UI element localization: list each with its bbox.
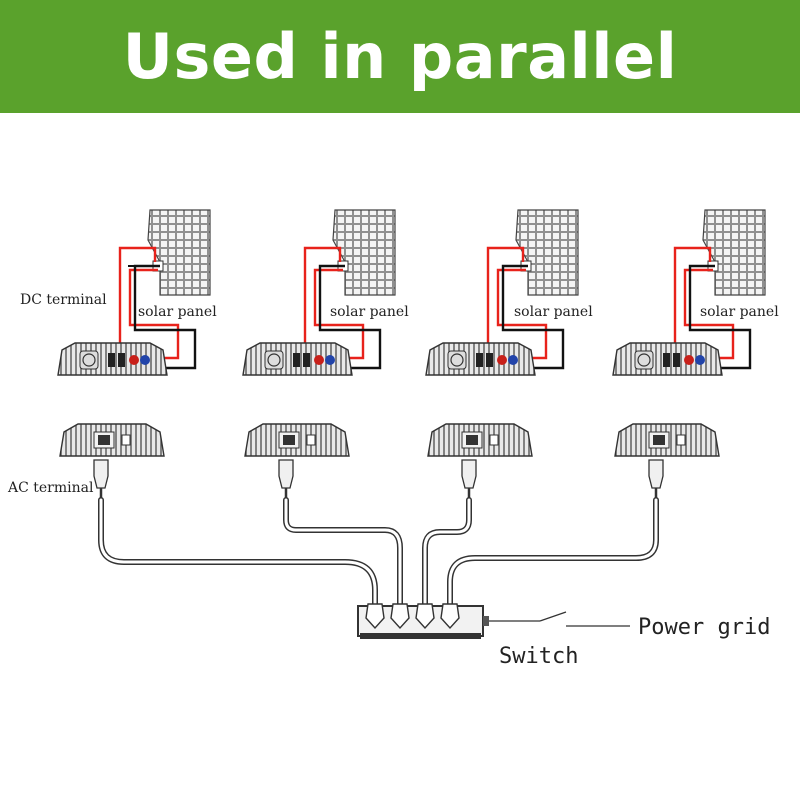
power-strip-icon xyxy=(357,603,489,639)
switch-icon xyxy=(489,611,630,627)
inverter-ac-side-icon xyxy=(244,423,350,457)
inverter-ac-side-icon xyxy=(59,423,165,457)
solar-panel-label: solar panel xyxy=(330,304,409,320)
inverter-unit-2 xyxy=(242,209,396,500)
solar-panel-icon xyxy=(147,209,211,296)
solar-panel-label: solar panel xyxy=(700,304,779,320)
inverter-unit-4 xyxy=(612,209,766,500)
dc-wires xyxy=(303,246,382,370)
solar-panel-icon xyxy=(702,209,766,296)
dc-wires xyxy=(486,246,565,370)
dc-wires xyxy=(673,246,752,370)
power-grid-label: Power grid xyxy=(638,615,770,640)
solar-panel-icon xyxy=(332,209,396,296)
ac-plug-icon xyxy=(278,459,294,500)
inverter-dc-side-icon xyxy=(57,342,168,376)
switch-label: Switch xyxy=(499,644,578,669)
page-title: Used in parallel xyxy=(122,20,678,93)
inverter-unit-3 xyxy=(425,209,579,500)
inverter-ac-side-icon xyxy=(614,423,720,457)
solar-panel-label: solar panel xyxy=(514,304,593,320)
ac-plug-icon xyxy=(648,459,664,500)
solar-panel-icon xyxy=(515,209,579,296)
inverter-unit-1 xyxy=(57,209,211,500)
inverter-dc-side-icon xyxy=(242,342,353,376)
ac-plug-icon xyxy=(461,459,477,500)
header-banner: Used in parallel xyxy=(0,0,800,113)
dc-wires xyxy=(118,246,197,370)
ac-cables xyxy=(98,497,659,607)
inverter-dc-side-icon xyxy=(425,342,536,376)
inverter-dc-side-icon xyxy=(612,342,723,376)
ac-plug-icon xyxy=(93,459,109,500)
ac-terminal-label: AC terminal xyxy=(7,480,94,496)
inverter-ac-side-icon xyxy=(427,423,533,457)
solar-panel-label: solar panel xyxy=(138,304,217,320)
wiring-diagram: solar panel solar panel solar panel sola… xyxy=(7,209,779,669)
dc-terminal-label: DC terminal xyxy=(20,292,107,308)
